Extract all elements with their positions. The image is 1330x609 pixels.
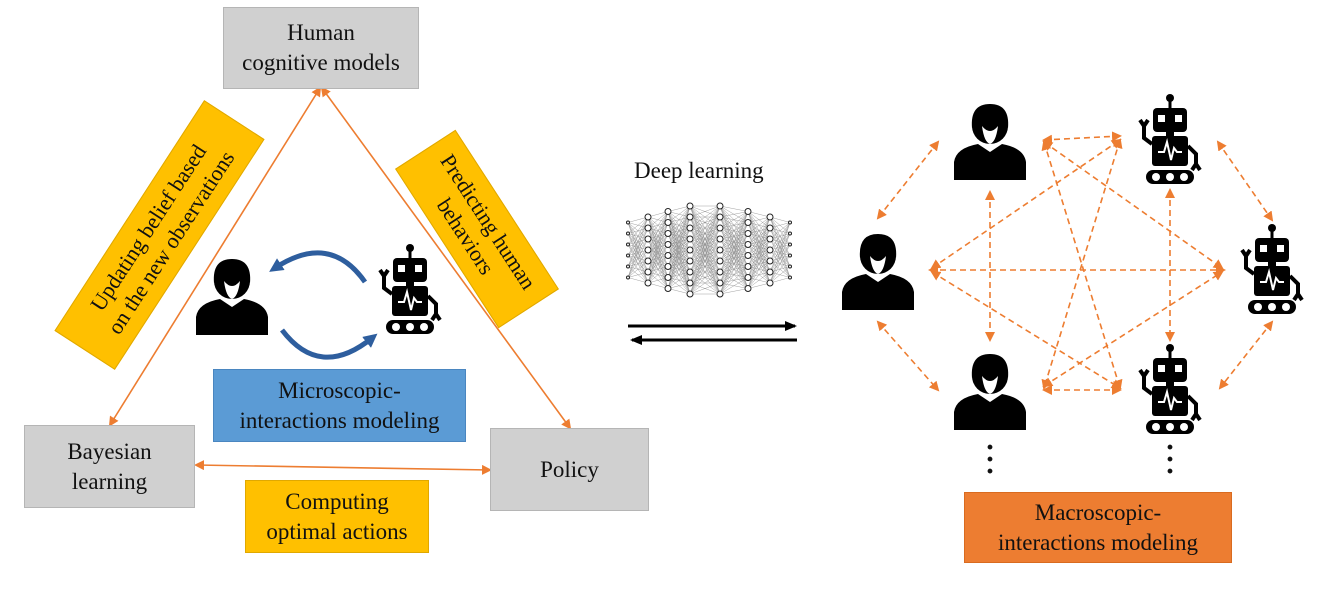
ellipsis-left: ··· (984, 431, 995, 488)
ellipsis-right: ··· (1164, 431, 1175, 488)
human-models-line2: cognitive models (242, 50, 400, 75)
human-cognitive-models-box: Human cognitive models (223, 7, 419, 89)
neural-network-icon (626, 202, 792, 298)
computing-optimal-actions-box: Computing optimal actions (245, 480, 429, 553)
computing-line1: Computing (285, 488, 389, 514)
person-icon-bottom (954, 354, 1026, 430)
cycle-arrow-top (269, 250, 368, 284)
micro-line2: interactions modeling (239, 407, 440, 433)
policy-box: Policy (490, 428, 649, 511)
arrow-bayes-policy (194, 460, 492, 475)
robot-icon-micro (378, 242, 442, 336)
bayesian-line1: Bayesian (67, 438, 152, 464)
robot-icon-right (1240, 222, 1304, 316)
cycle-arrow-bottom (280, 328, 378, 360)
arrow-human-to-policy (320, 86, 572, 430)
arrow-bayes-to-human (108, 86, 322, 427)
robot-icon-top (1138, 92, 1202, 186)
person-icon-left (842, 234, 914, 310)
computing-line2: optimal actions (266, 518, 408, 544)
macro-network-edges (876, 131, 1274, 395)
policy-label: Policy (540, 456, 599, 482)
micro-line1: Microscopic- (278, 377, 401, 403)
microscopic-interactions-box: Microscopic- interactions modeling (213, 369, 466, 442)
macroscopic-interactions-box: Macroscopic- interactions modeling (964, 492, 1232, 563)
bayesian-line2: learning (71, 468, 148, 494)
macro-line2: interactions modeling (998, 529, 1198, 555)
bayesian-learning-box: Bayesian learning (24, 425, 195, 508)
person-icon-top (954, 104, 1026, 180)
robot-icon-bottom (1138, 342, 1202, 436)
deep-learning-label: Deep learning (634, 158, 764, 183)
macro-line1: Macroscopic- (1034, 499, 1162, 525)
human-models-line1: Human (287, 20, 355, 46)
